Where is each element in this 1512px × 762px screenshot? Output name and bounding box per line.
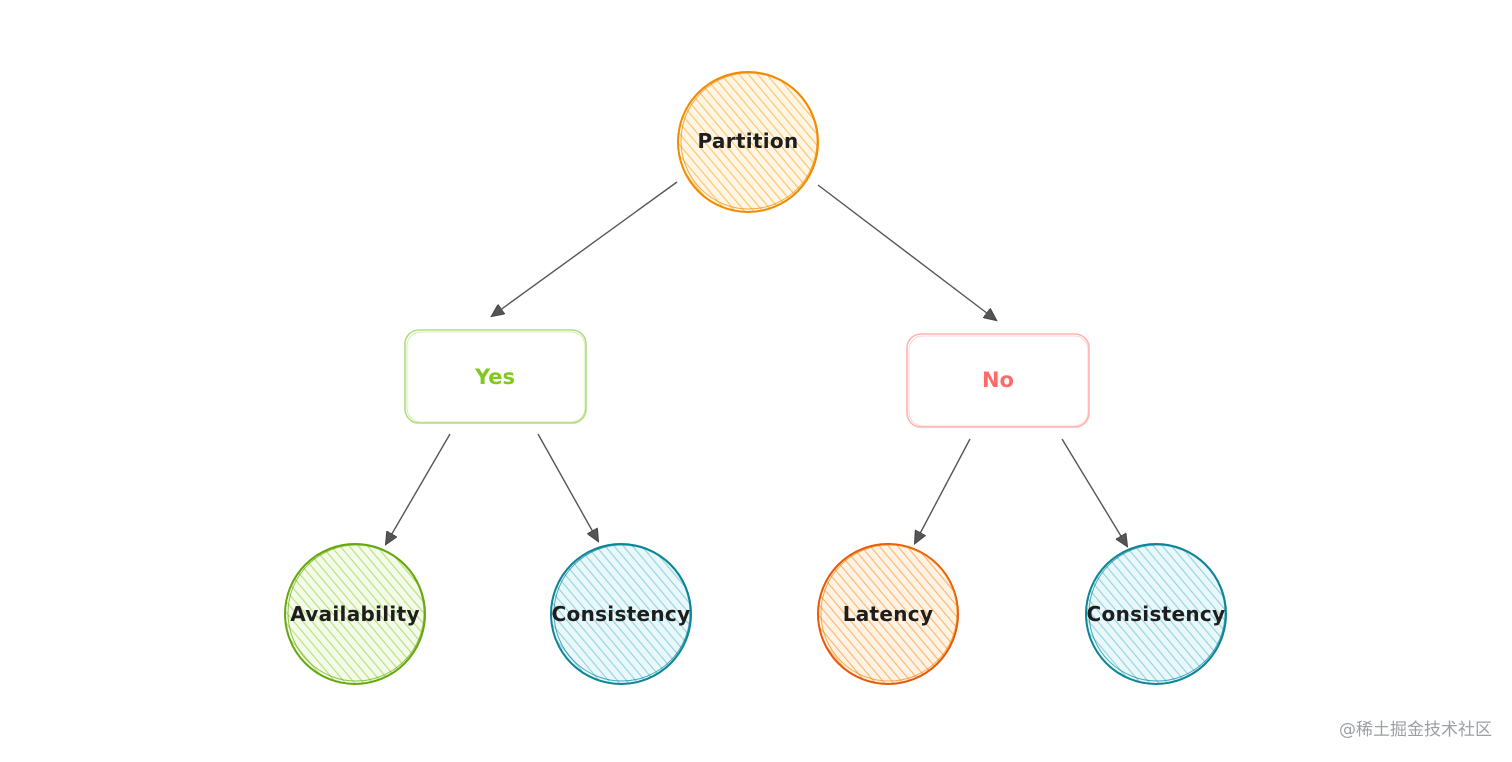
box-yes-label: Yes xyxy=(474,365,515,389)
arrow-partition-to-no xyxy=(818,185,996,320)
watermark: @稀土掘金技术社区 xyxy=(1339,715,1492,740)
node-latency: Latency xyxy=(818,544,958,684)
node-latency-label: Latency xyxy=(843,602,934,626)
box-no-label: No xyxy=(982,368,1014,392)
node-availability-label: Availability xyxy=(290,602,420,626)
arrow-partition-to-yes xyxy=(492,182,677,316)
node-partition: Partition xyxy=(678,72,818,212)
arrow-yes-to-consistency xyxy=(538,434,598,541)
arrow-no-to-consistency xyxy=(1062,439,1127,546)
box-yes: Yes xyxy=(405,330,586,423)
box-no: No xyxy=(907,334,1089,427)
node-consistency-no-label: Consistency xyxy=(1087,602,1226,626)
arrow-no-to-latency xyxy=(915,439,970,543)
node-partition-label: Partition xyxy=(698,129,799,153)
node-consistency-yes: Consistency xyxy=(551,544,691,684)
node-consistency-yes-label: Consistency xyxy=(552,602,691,626)
node-consistency-no: Consistency xyxy=(1086,544,1226,684)
arrow-yes-to-availability xyxy=(386,434,450,544)
node-availability: Availability xyxy=(285,544,425,684)
